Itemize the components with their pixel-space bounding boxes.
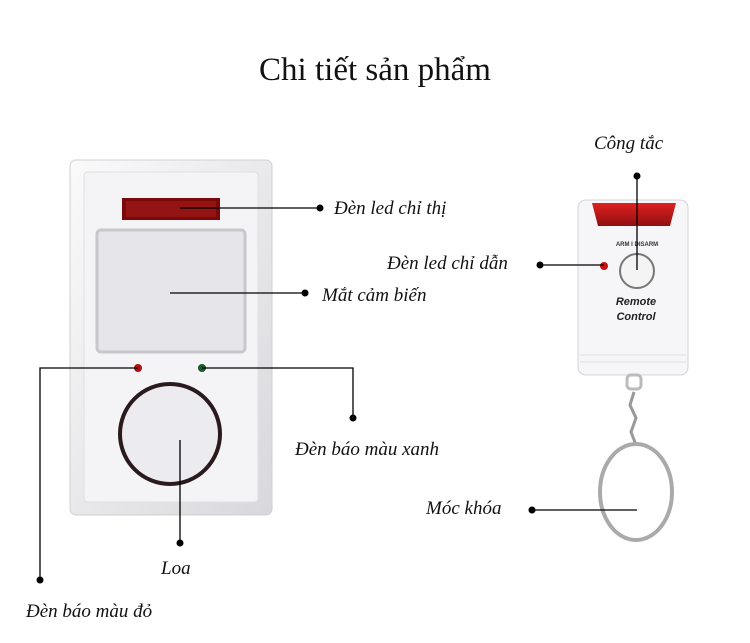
label-speaker: Loa bbox=[161, 558, 191, 579]
speaker bbox=[118, 382, 222, 486]
label-red-light: Đèn báo màu đỏ bbox=[26, 601, 153, 622]
label-green-light: Đèn báo màu xanh bbox=[295, 439, 440, 460]
callout-dots bbox=[36, 172, 641, 584]
callout-lines bbox=[39, 176, 638, 580]
remote-text: Remote bbox=[616, 296, 656, 308]
key-ring bbox=[598, 442, 674, 542]
guide-led bbox=[600, 262, 608, 270]
label-guide-led: Đèn led chỉ dẫn bbox=[387, 253, 508, 274]
label-keychain: Móc khóa bbox=[426, 498, 502, 519]
sensor-window bbox=[95, 228, 247, 354]
page-title: Chi tiết sản phẩm bbox=[259, 52, 491, 88]
label-indicator-led: Đèn led chỉ thị bbox=[334, 198, 447, 219]
label-sensor-eye: Mắt cảm biến bbox=[322, 285, 427, 306]
motion-sensor-device bbox=[69, 159, 273, 516]
control-text: Control bbox=[616, 311, 656, 323]
label-switch: Công tắc bbox=[594, 133, 664, 154]
remote-control: ARM I DISARM Remote Control bbox=[577, 199, 689, 542]
